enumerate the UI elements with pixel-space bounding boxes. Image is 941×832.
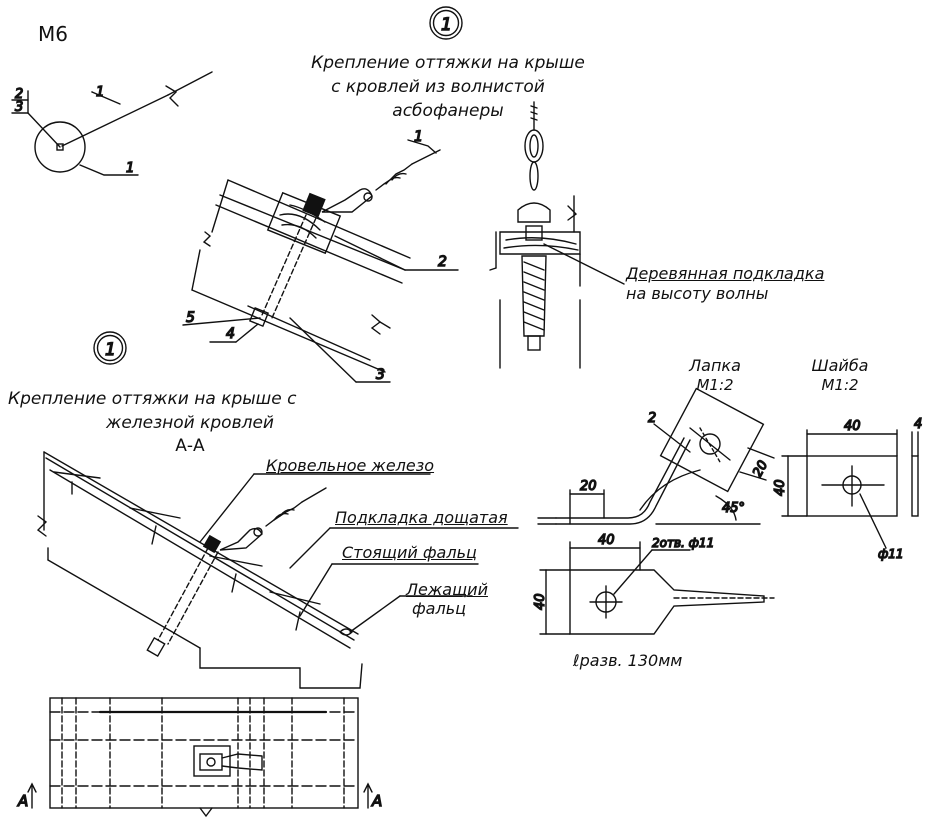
detail-label-3: 3 [376, 367, 385, 383]
plan-label-1a: 1 [96, 85, 104, 100]
sheet-code: М6 [38, 22, 68, 46]
callout-mark-top: 1 [441, 15, 452, 35]
plan-label-1b: 1 [126, 161, 134, 176]
note-standing-seam: Стоящий фальц [342, 543, 477, 562]
note-lying-seam-1: Лежащий [406, 580, 488, 599]
node-1-title-line-1: Крепление оттяжки на крыше [311, 53, 585, 73]
note-roof-iron: Кровельное железо [266, 456, 435, 475]
detail-label-2: 2 [438, 254, 447, 270]
node-2-title-line-1: Крепление оттяжки на крыше с [8, 389, 297, 409]
node-2-title-line-2: железной кровлей [106, 413, 274, 433]
section-mark-right: А [371, 792, 382, 810]
wave-note-line-1: Деревянная подкладка [626, 264, 825, 283]
section-label: А-А [175, 436, 205, 456]
lapka-scale: М1:2 [696, 376, 734, 394]
detail-wave-pad [489, 101, 625, 369]
lapka-title: Лапка [689, 356, 741, 375]
callout-circle-top [429, 6, 463, 40]
detail-label-1: 1 [414, 129, 423, 145]
washer-title: Шайба [811, 356, 869, 375]
lapka-dim-40: 40 [598, 533, 615, 548]
lapka-dim-40v: 40 [533, 593, 548, 610]
plan-label-3: 3 [15, 100, 23, 115]
node-1-title-line-2: с кровлей из волнистой [331, 77, 545, 97]
note-lying-seam-2: фальц [412, 599, 467, 618]
washer-scale: М1:2 [821, 376, 859, 394]
mast-plan [11, 71, 213, 176]
wave-note-line-2: на высоту волны [626, 284, 769, 303]
note-board: Подкладка дощатая [335, 508, 508, 527]
lapka-hole-note: 2отв. ф11 [652, 536, 714, 550]
lapka-angle: 45° [722, 501, 745, 516]
node-1-title-line-3: асбофанеры [392, 101, 504, 121]
plan-view-roof [27, 697, 373, 818]
section-mark-left: А [17, 792, 28, 810]
lapka-developed-length: ℓразв. 130мм [573, 651, 683, 670]
washer-dim-4: 4 [914, 417, 922, 432]
washer-hole: ф11 [878, 547, 904, 561]
lapka-dim-20a: 20 [580, 479, 597, 494]
plan-label-2: 2 [15, 87, 23, 102]
washer-drawing [781, 429, 919, 549]
lapka-plan-view [539, 541, 775, 635]
detail-label-5: 5 [186, 310, 195, 326]
detail-label-4: 4 [226, 326, 235, 342]
lapka-pos-2: 2 [648, 411, 656, 426]
lapka-side-view [537, 387, 775, 525]
callout-mark-left: 1 [105, 340, 116, 360]
washer-dim-40h: 40 [844, 419, 861, 434]
callout-circle-left [93, 331, 127, 365]
washer-dim-40v: 40 [773, 479, 788, 496]
detail-iron-roof [36, 451, 519, 689]
detail-corrugated-roof [182, 139, 459, 383]
